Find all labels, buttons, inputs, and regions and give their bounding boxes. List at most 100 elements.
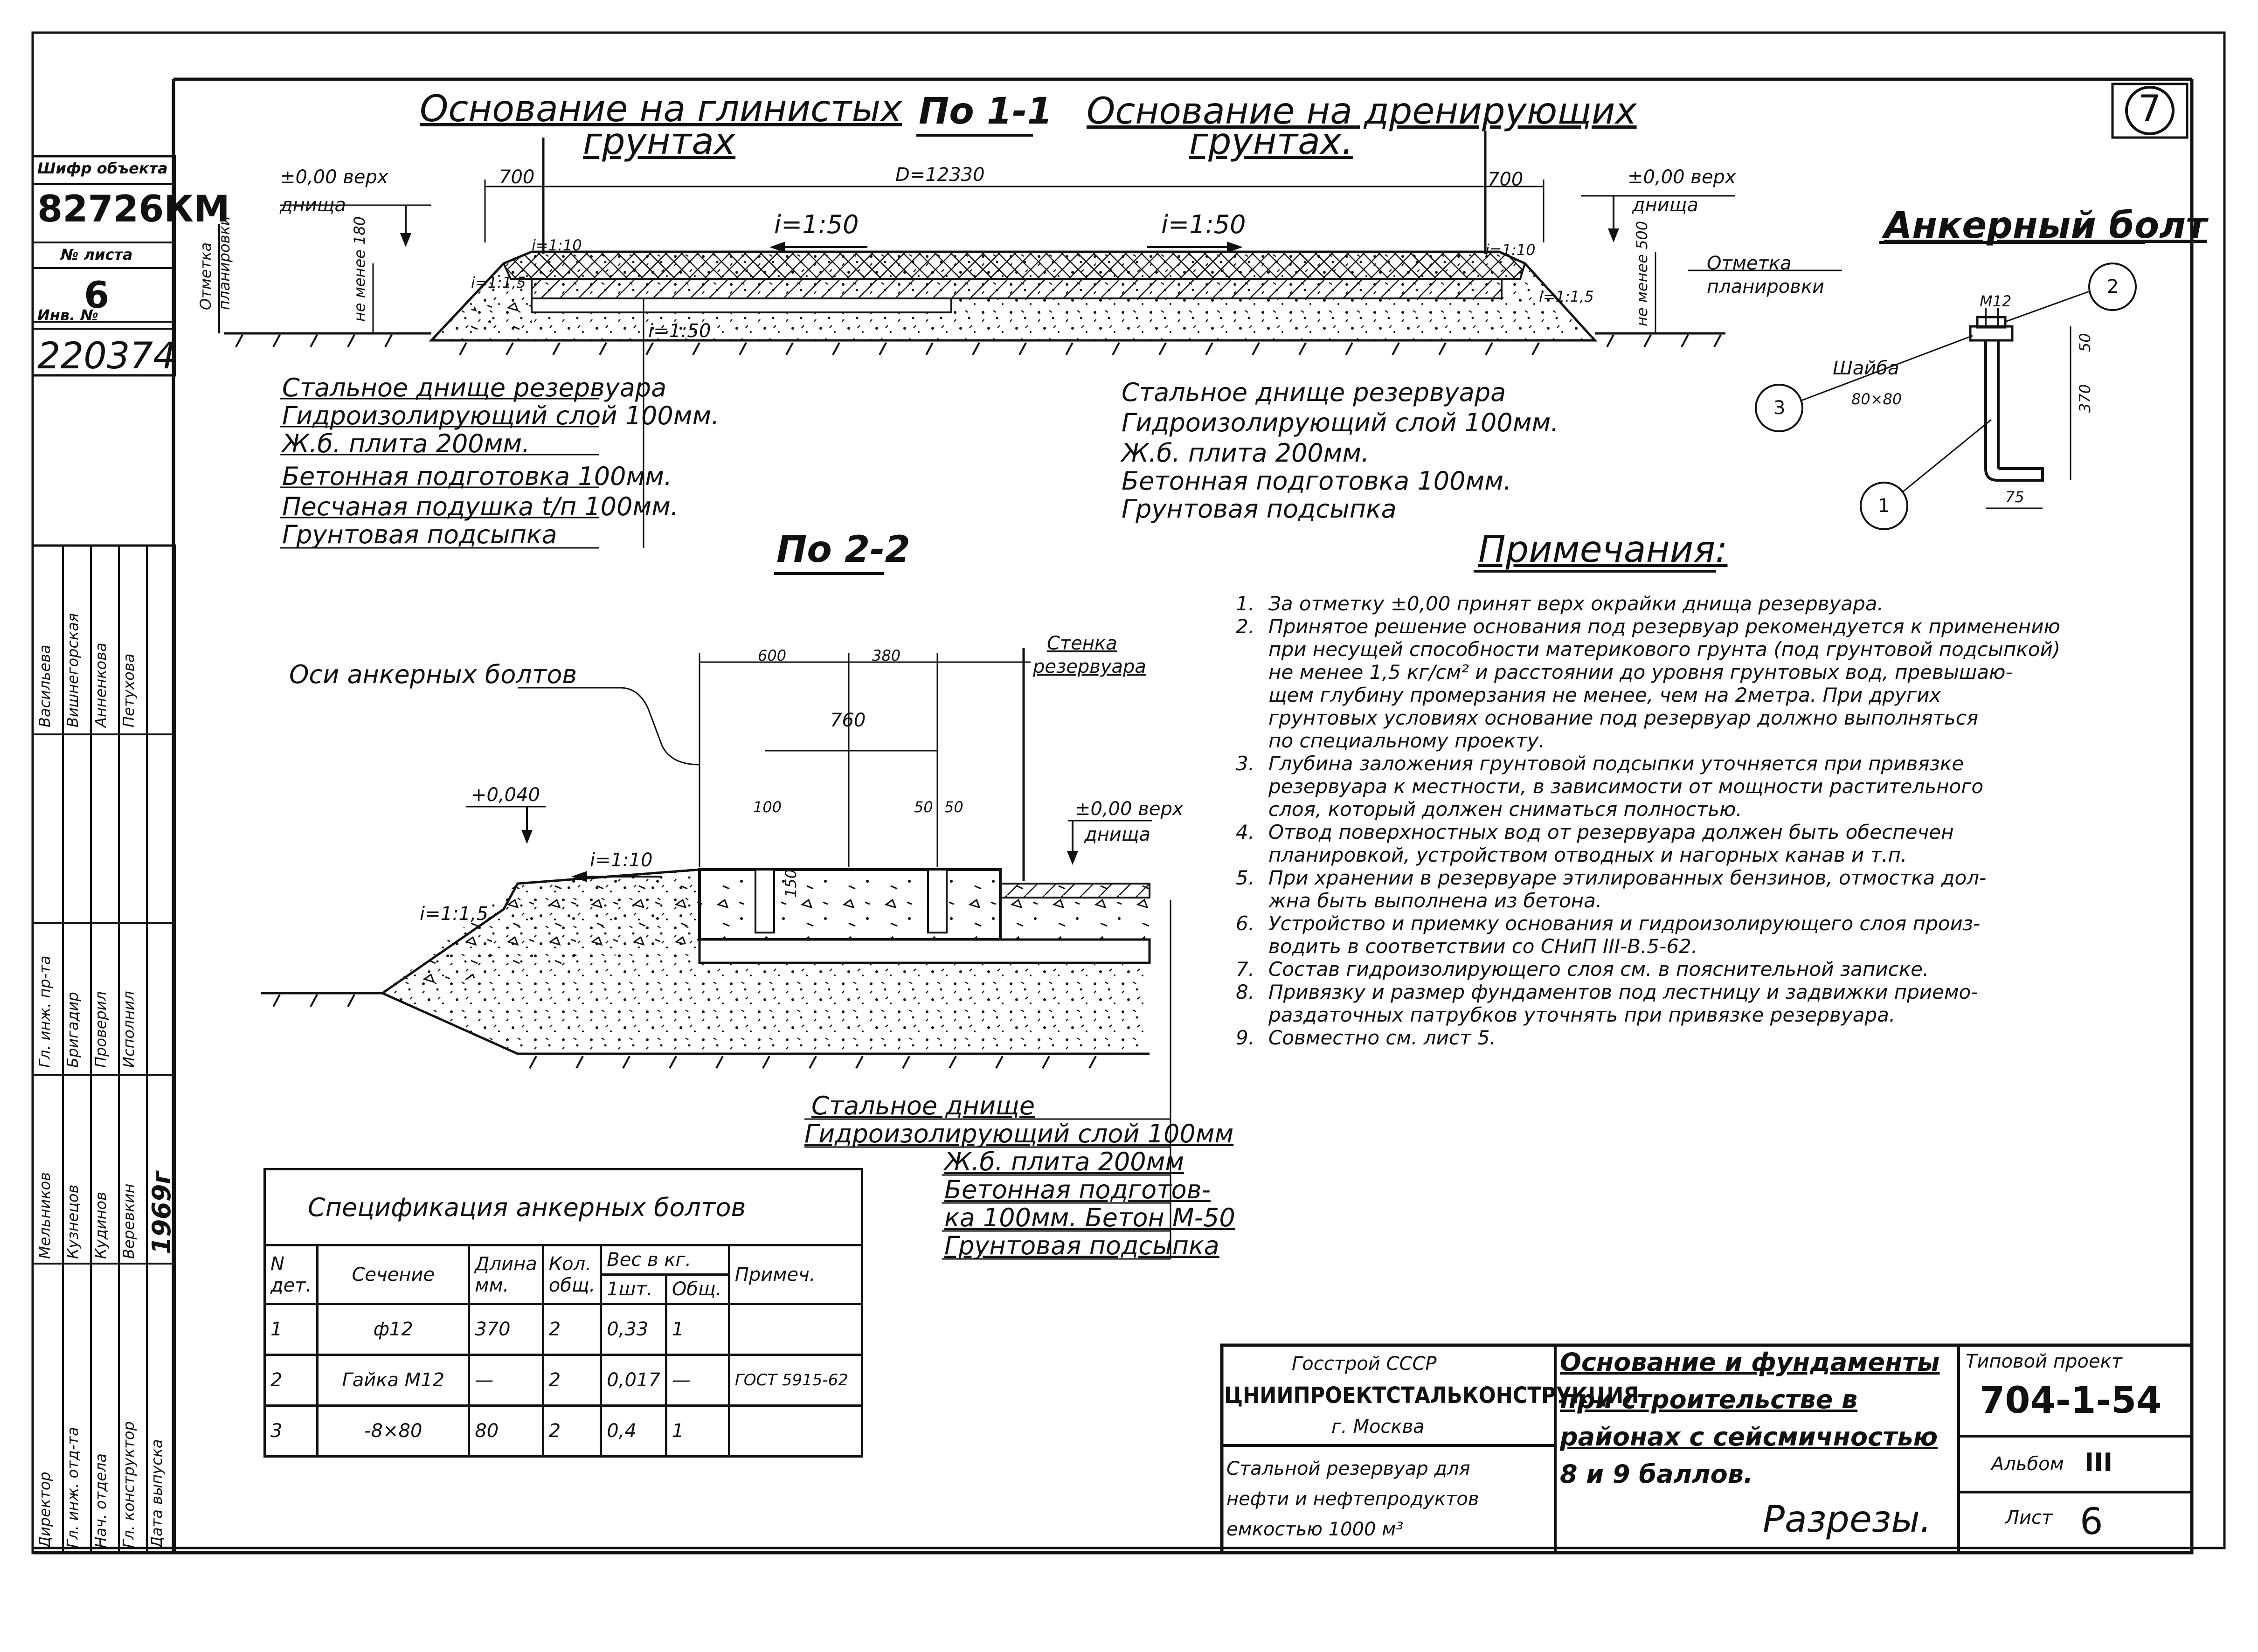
spec-header-qty: Кол. общ.	[541, 1244, 603, 1305]
s2-elev-top-2: днища	[1084, 824, 1150, 845]
name-kuznetsov: Кузнецов	[64, 1184, 82, 1259]
inv-value: 220374	[37, 335, 176, 377]
sheet-label: Лист	[2005, 1507, 2053, 1528]
sheet-no-value: 6	[84, 275, 110, 317]
s1-slope-left: i=1:50	[774, 210, 859, 239]
name-vishnegorskaya: Вишнегорская	[64, 613, 82, 727]
s1-slope-110-right: i=1:10	[1485, 241, 1536, 259]
s2-wall-label-1: Стенка	[1047, 633, 1117, 654]
spec-cell-wt: —	[665, 1354, 730, 1407]
s1-min-500: не менее 500	[1633, 221, 1651, 326]
s1-slope-right: i=1:50	[1161, 210, 1246, 239]
note-text: Глубина заложения грунтовой подсыпки уто…	[1268, 752, 1984, 821]
note-item: 4. Отвод поверхностных вод от резервуара …	[1236, 821, 2145, 866]
spec-cell-note: ГОСТ 5915-62	[727, 1354, 863, 1407]
spec-cell-note	[727, 1404, 863, 1458]
name-verevkin: Веревкин	[120, 1183, 138, 1259]
spec-header-wt: Общ.	[665, 1273, 730, 1305]
note-item: 6.Устройство и приемку основания и гидро…	[1236, 912, 2145, 958]
note-item: 8.Привязку и размер фундаментов под лест…	[1236, 981, 2145, 1026]
project-label: Типовой проект	[1966, 1351, 2122, 1372]
org-line-3: г. Москва	[1331, 1416, 1425, 1438]
object-desc-2: нефти и нефтепродуктов	[1226, 1488, 1479, 1510]
s1-elev-right-2: днища	[1632, 194, 1698, 216]
name-melnikov: Мельников	[36, 1172, 54, 1259]
name-kudinov: Кудинов	[92, 1192, 110, 1259]
s2-layer-6: Грунтовая подсыпка	[944, 1231, 1219, 1260]
note-item: 2.Принятое решение основания под резерву…	[1236, 615, 2145, 752]
anchor-dim-75: 75	[2005, 488, 2024, 506]
s1-layer-left-1: Стальное днище резервуара	[282, 373, 667, 402]
s2-wall-label-2: резервуара	[1033, 656, 1146, 677]
spec-header-weight: Вес в кг.	[600, 1244, 730, 1276]
spec-header-length: Длина мм.	[468, 1244, 544, 1305]
note-text: Отвод поверхностных вод от резервуара до…	[1268, 821, 1954, 866]
drawing-title-3: районах с сейсмичностью	[1560, 1422, 1938, 1452]
role-checked: Проверил	[92, 991, 110, 1068]
spec-header-note: Примеч.	[727, 1244, 863, 1305]
s1-layer-right-3: Ж.б. плита 200мм.	[1122, 438, 1370, 468]
sheet-circle-number: 7	[2138, 88, 2161, 130]
note-text: При хранении в резервуаре этилированных …	[1268, 866, 1987, 912]
table-row: 3 -8×80 80 2 0,4 1	[263, 1404, 863, 1458]
release-label: Дата выпуска	[148, 1439, 166, 1548]
spec-cell-length: 370	[468, 1303, 544, 1356]
spec-title: Спецификация анкерных болтов	[263, 1168, 863, 1246]
anchor-callout-2: 2	[2107, 276, 2119, 297]
s2-dim-50b: 50	[944, 798, 963, 816]
note-text: Привязку и размер фундаментов под лестни…	[1268, 981, 1978, 1026]
role-executed: Исполнил	[120, 991, 138, 1068]
s1-left-label-2: грунтах	[583, 121, 736, 163]
s1-left-label-1: Основание на глинистых	[420, 88, 902, 130]
note-item: 3.Глубина заложения грунтовой подсыпки у…	[1236, 752, 2145, 821]
s1-elev-left-2: днища	[280, 194, 346, 216]
year: 1969г	[147, 1171, 176, 1254]
spec-cell-w1: 0,4	[600, 1404, 667, 1458]
s2-dim-600: 600	[758, 647, 787, 664]
s2-layer-2: Гидроизолирующий слой 100мм	[804, 1119, 1234, 1148]
s1-dim-700-right: 700	[1488, 169, 1524, 190]
s2-dim-760: 760	[830, 710, 866, 731]
anchor-m12: М12	[1980, 292, 2012, 310]
spec-cell-section: -8×80	[316, 1404, 471, 1458]
s2-layer-1: Стальное днище	[811, 1091, 1035, 1120]
spec-cell-n: 2	[263, 1354, 319, 1407]
s1-slope-110-left: i=1:10	[532, 236, 582, 254]
role-director: Директор	[36, 1472, 54, 1548]
s2-layer-3: Ж.б. плита 200мм	[944, 1147, 1184, 1176]
spec-cell-wt: 1	[665, 1303, 730, 1356]
role-chief-designer: Гл. конструктор	[120, 1421, 138, 1548]
note-item: 1.За отметку ±0,00 принят верх окрайки д…	[1236, 592, 2145, 615]
table-row: 2 Гайка М12 — 2 0,017 — ГОСТ 5915-62	[263, 1354, 863, 1407]
object-desc-1: Стальной резервуар для	[1226, 1458, 1470, 1479]
s1-layer-left-3: Ж.б. плита 200мм.	[282, 429, 530, 458]
note-text: Состав гидроизолирующего слоя см. в пояс…	[1268, 958, 1929, 981]
s1-slope-bottom: i=1:50	[648, 320, 711, 342]
spec-cell-wt: 1	[665, 1404, 730, 1458]
role-brigadier: Бригадир	[64, 992, 82, 1068]
role-project-eng: Гл. инж. пр-та	[36, 955, 54, 1068]
spec-cell-qty: 2	[541, 1354, 603, 1407]
s1-elev-right: ±0,00 верх	[1628, 166, 1736, 188]
spec-cell-n: 3	[263, 1404, 319, 1458]
s2-dim-50a: 50	[914, 798, 933, 816]
s1-layer-left-6: Грунтовая подсыпка	[282, 520, 557, 549]
role-dept-head: Нач. отдела	[92, 1453, 110, 1548]
note-item: 7.Состав гидроизолирующего слоя см. в по…	[1236, 958, 2145, 981]
spec-header-w1: 1шт.	[600, 1273, 667, 1305]
spec-cell-qty: 2	[541, 1303, 603, 1356]
inv-label: Инв. №	[37, 306, 98, 324]
anchor-dim-370: 370	[2076, 384, 2094, 413]
s1-right-label-1: Основание на дренирующих	[1087, 90, 1637, 132]
note-text: За отметку ±0,00 принят верх окрайки дни…	[1268, 592, 1884, 615]
s2-dim-380: 380	[872, 647, 901, 664]
sheet-value: 6	[2080, 1501, 2103, 1543]
s1-min-180: не менее 180	[351, 216, 368, 322]
name-vasilyeva: Васильева	[36, 644, 54, 727]
note-number: 4.	[1236, 821, 1255, 843]
s1-right-label-2: грунтах.	[1189, 121, 1353, 163]
spec-cell-length: —	[468, 1354, 544, 1407]
anchor-washer-size: 80×80	[1851, 390, 1902, 408]
anchor-dim-50: 50	[2076, 333, 2094, 352]
